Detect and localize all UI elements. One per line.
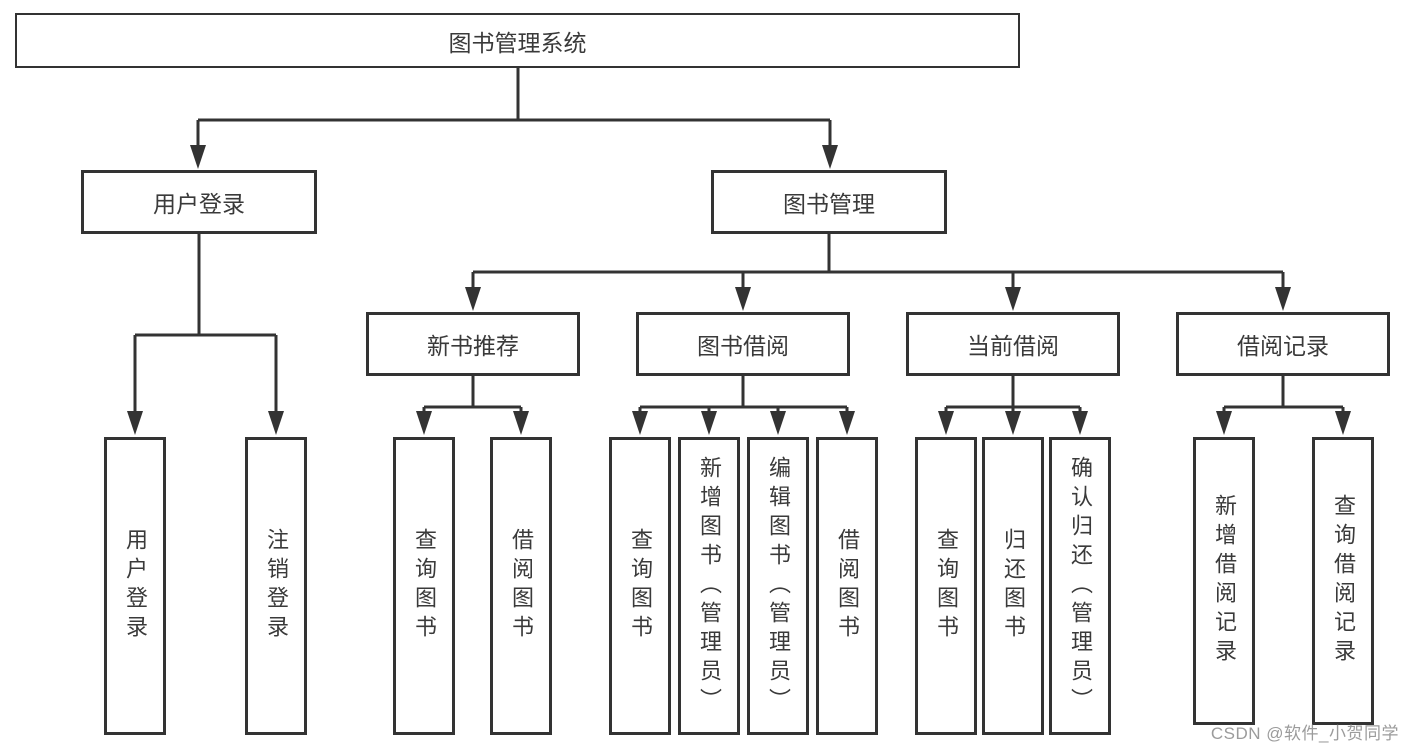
leaf-logout-label: 注销登录	[264, 528, 289, 644]
node-user-login: 用户登录	[81, 170, 317, 234]
leaf-return-books: 归还图书	[982, 437, 1044, 735]
node-book-borrowing: 图书借阅	[636, 312, 850, 376]
leaf-edit-books-admin: 编辑图书（管理员）	[747, 437, 809, 735]
leaf-query-borrow-record: 查询借阅记录	[1312, 437, 1374, 725]
leaf-confirm-return-admin-label: 确认归还（管理员）	[1068, 455, 1093, 717]
borrowing-records-label: 借阅记录	[1237, 333, 1329, 359]
connector-book-management-sections	[471, 234, 1285, 289]
leaf-confirm-return-admin: 确认归还（管理员）	[1049, 437, 1111, 735]
node-new-book-recommendation: 新书推荐	[366, 312, 580, 376]
root-system-label: 图书管理系统	[448, 29, 587, 56]
leaf-return-books-label: 归还图书	[1001, 528, 1026, 644]
leaf-borrow-books-borrowing-label: 借阅图书	[835, 528, 860, 644]
leaf-add-borrow-record: 新增借阅记录	[1193, 437, 1255, 725]
leaf-borrow-books-recommend-label: 借阅图书	[509, 528, 534, 644]
connector-new-book-children	[422, 376, 523, 413]
leaf-user-login-label: 用户登录	[123, 528, 148, 644]
leaf-query-books-borrowing-label: 查询图书	[628, 528, 653, 644]
leaf-user-login: 用户登录	[104, 437, 166, 735]
leaf-add-books-admin: 新增图书（管理员）	[678, 437, 740, 735]
leaf-query-borrow-record-label: 查询借阅记录	[1331, 494, 1356, 668]
leaf-query-books-recommend: 查询图书	[393, 437, 455, 735]
leaf-borrow-books-borrowing: 借阅图书	[816, 437, 878, 735]
book-borrowing-label: 图书借阅	[697, 333, 789, 359]
leaf-query-books-borrowing: 查询图书	[609, 437, 671, 735]
node-borrowing-records: 借阅记录	[1176, 312, 1390, 376]
leaf-logout: 注销登录	[245, 437, 307, 735]
arrowheads	[127, 145, 1351, 435]
connector-book-borrowing-children	[638, 376, 849, 413]
leaf-edit-books-admin-label: 编辑图书（管理员）	[766, 455, 791, 717]
node-current-borrowing: 当前借阅	[906, 312, 1120, 376]
leaf-query-books-current-label: 查询图书	[934, 528, 959, 644]
leaf-query-books-current: 查询图书	[915, 437, 977, 735]
leaf-add-borrow-record-label: 新增借阅记录	[1212, 494, 1237, 668]
connector-borrowing-records-children	[1222, 376, 1345, 413]
node-root-system: 图书管理系统	[15, 13, 1020, 68]
new-book-recommendation-label: 新书推荐	[427, 333, 519, 359]
connector-current-borrowing-children	[944, 376, 1082, 413]
leaf-query-books-recommend-label: 查询图书	[412, 528, 437, 644]
current-borrowing-label: 当前借阅	[967, 333, 1059, 359]
csdn-watermark: CSDN @软件_小贺同学	[1210, 724, 1399, 743]
leaf-add-books-admin-label: 新增图书（管理员）	[697, 455, 722, 717]
leaf-borrow-books-recommend: 借阅图书	[490, 437, 552, 735]
book-management-label: 图书管理	[783, 191, 875, 217]
connector-user-login-children	[133, 234, 278, 413]
user-login-label: 用户登录	[153, 191, 245, 217]
connector-root-to-level2	[196, 68, 832, 147]
node-book-management: 图书管理	[711, 170, 947, 234]
